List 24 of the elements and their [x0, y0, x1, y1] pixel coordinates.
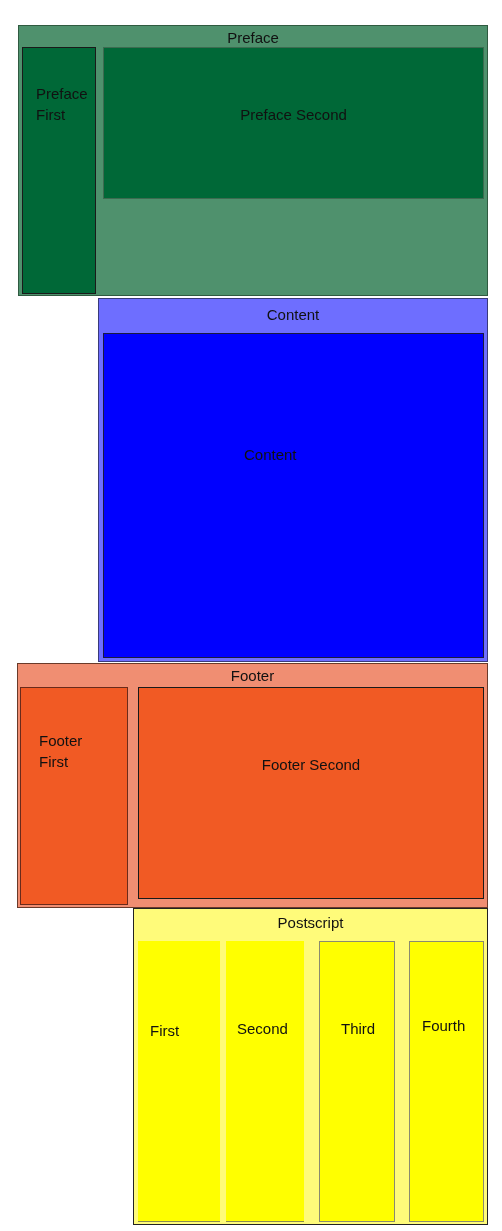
region-title: Postscript	[277, 913, 344, 933]
block-label: Preface First	[36, 84, 89, 125]
layout-block	[22, 47, 96, 294]
block-label: Second	[237, 1019, 288, 1039]
region-title: Preface	[227, 28, 279, 48]
block-label: Preface Second	[240, 105, 347, 125]
block-label: Fourth	[422, 1016, 466, 1036]
region-panel	[17, 663, 488, 908]
block-label: Footer Second	[261, 755, 361, 775]
region-title: Content	[266, 305, 320, 325]
region-panel	[18, 25, 488, 296]
layout-block	[226, 941, 304, 1222]
block-label: Third	[341, 1019, 376, 1039]
layout-block	[103, 47, 484, 199]
block-label: First	[150, 1021, 180, 1041]
block-label: Content	[244, 445, 297, 465]
region-title: Footer	[230, 666, 275, 686]
layout-block	[319, 941, 395, 1222]
region-panel	[133, 908, 488, 1225]
block-label: Footer First	[39, 731, 84, 772]
layout-block	[409, 941, 484, 1222]
layout-block	[138, 687, 484, 899]
layout-block	[20, 687, 128, 905]
layout-block	[138, 941, 220, 1222]
